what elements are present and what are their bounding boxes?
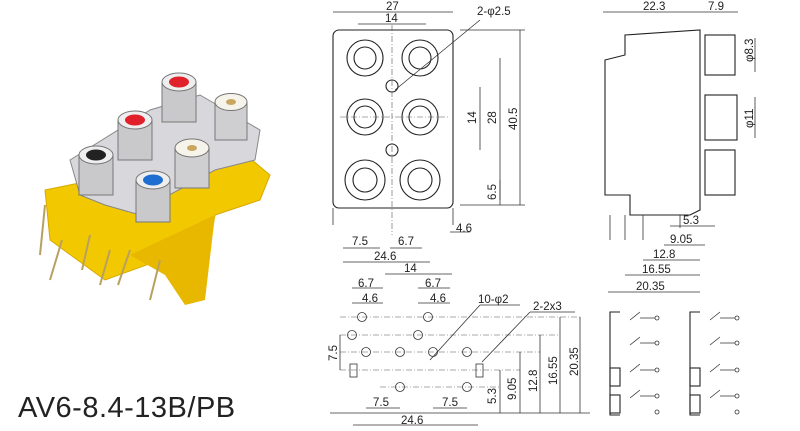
dim-pin-67: 6.7	[398, 236, 414, 248]
dim-pitch-v: 14	[467, 111, 479, 124]
dim-protrusion: 7.9	[708, 1, 724, 13]
dim-holes: 2-φ2.5	[477, 6, 511, 18]
dim-side-d4: 16.55	[642, 264, 671, 276]
side-view: 22.3 7.9 φ8.3 φ11 5.3 9.05 12.8 16.55 20…	[603, 1, 756, 293]
dim-pin-46: 4.6	[456, 223, 472, 235]
dim-fp-pitch: 14	[404, 263, 417, 275]
dim-fp-h75-left: 7.5	[373, 397, 389, 409]
dim-pin-75: 7.5	[352, 236, 368, 248]
dim-side-d3: 12.8	[653, 249, 675, 261]
dim-bottom-offset: 6.5	[487, 184, 499, 200]
rca-jack-white-middle	[174, 138, 210, 189]
dim-fp-d3: 12.8	[528, 370, 540, 392]
dim-pitch-top: 14	[385, 13, 398, 25]
dim-height-total: 40.5	[508, 108, 520, 130]
dim-fp-46-left: 4.6	[362, 293, 378, 305]
dim-fp-holes: 10-φ2	[478, 294, 508, 306]
dim-fp-67-left: 6.7	[358, 278, 374, 290]
dim-width: 27	[386, 1, 399, 13]
dim-dia-large: φ11	[744, 109, 756, 128]
dim-fp-slots: 2-2x3	[533, 301, 562, 313]
dim-side-d2: 9.05	[670, 234, 692, 246]
dim-side-d1: 5.3	[683, 215, 699, 227]
product-photo	[39, 72, 271, 305]
front-view: 27 14 2-φ2.5 14 28 40.5 6.5 4.6 7.5 6.7 …	[332, 1, 525, 263]
rca-jack-black	[78, 145, 114, 196]
dim-fp-d5: 20.35	[569, 347, 581, 376]
dim-side-d5: 20.35	[636, 281, 665, 293]
dim-height-28: 28	[487, 111, 499, 124]
rca-jack-red-top	[161, 72, 197, 123]
dim-depth: 22.3	[643, 1, 665, 13]
schematic-diagram	[609, 311, 740, 416]
dim-pin-span: 24.6	[374, 251, 396, 263]
dim-fp-d4: 16.55	[548, 356, 560, 385]
dim-dia-small: φ8.3	[744, 39, 756, 62]
dim-fp-span: 24.6	[401, 415, 423, 427]
dim-fp-d1: 5.3	[487, 388, 499, 404]
dim-fp-46-right: 4.6	[430, 293, 446, 305]
jack-insert	[169, 76, 189, 88]
dim-fp-67-right: 6.7	[425, 278, 441, 290]
dim-fp-d2: 9.05	[507, 378, 519, 400]
pcb-footprint: 14 6.7 6.7 4.6 4.6 10-φ2 2-2x3 7.5 7.5 7…	[328, 263, 590, 427]
product-model-title: AV6-8.4-13B/PB	[18, 392, 236, 424]
rca-jack-white-right	[214, 93, 248, 141]
rca-jack-blue	[135, 170, 171, 223]
rca-jack-red-middle	[117, 110, 153, 161]
dim-fp-v75: 7.5	[328, 345, 340, 361]
dim-fp-h75-right: 7.5	[442, 397, 458, 409]
